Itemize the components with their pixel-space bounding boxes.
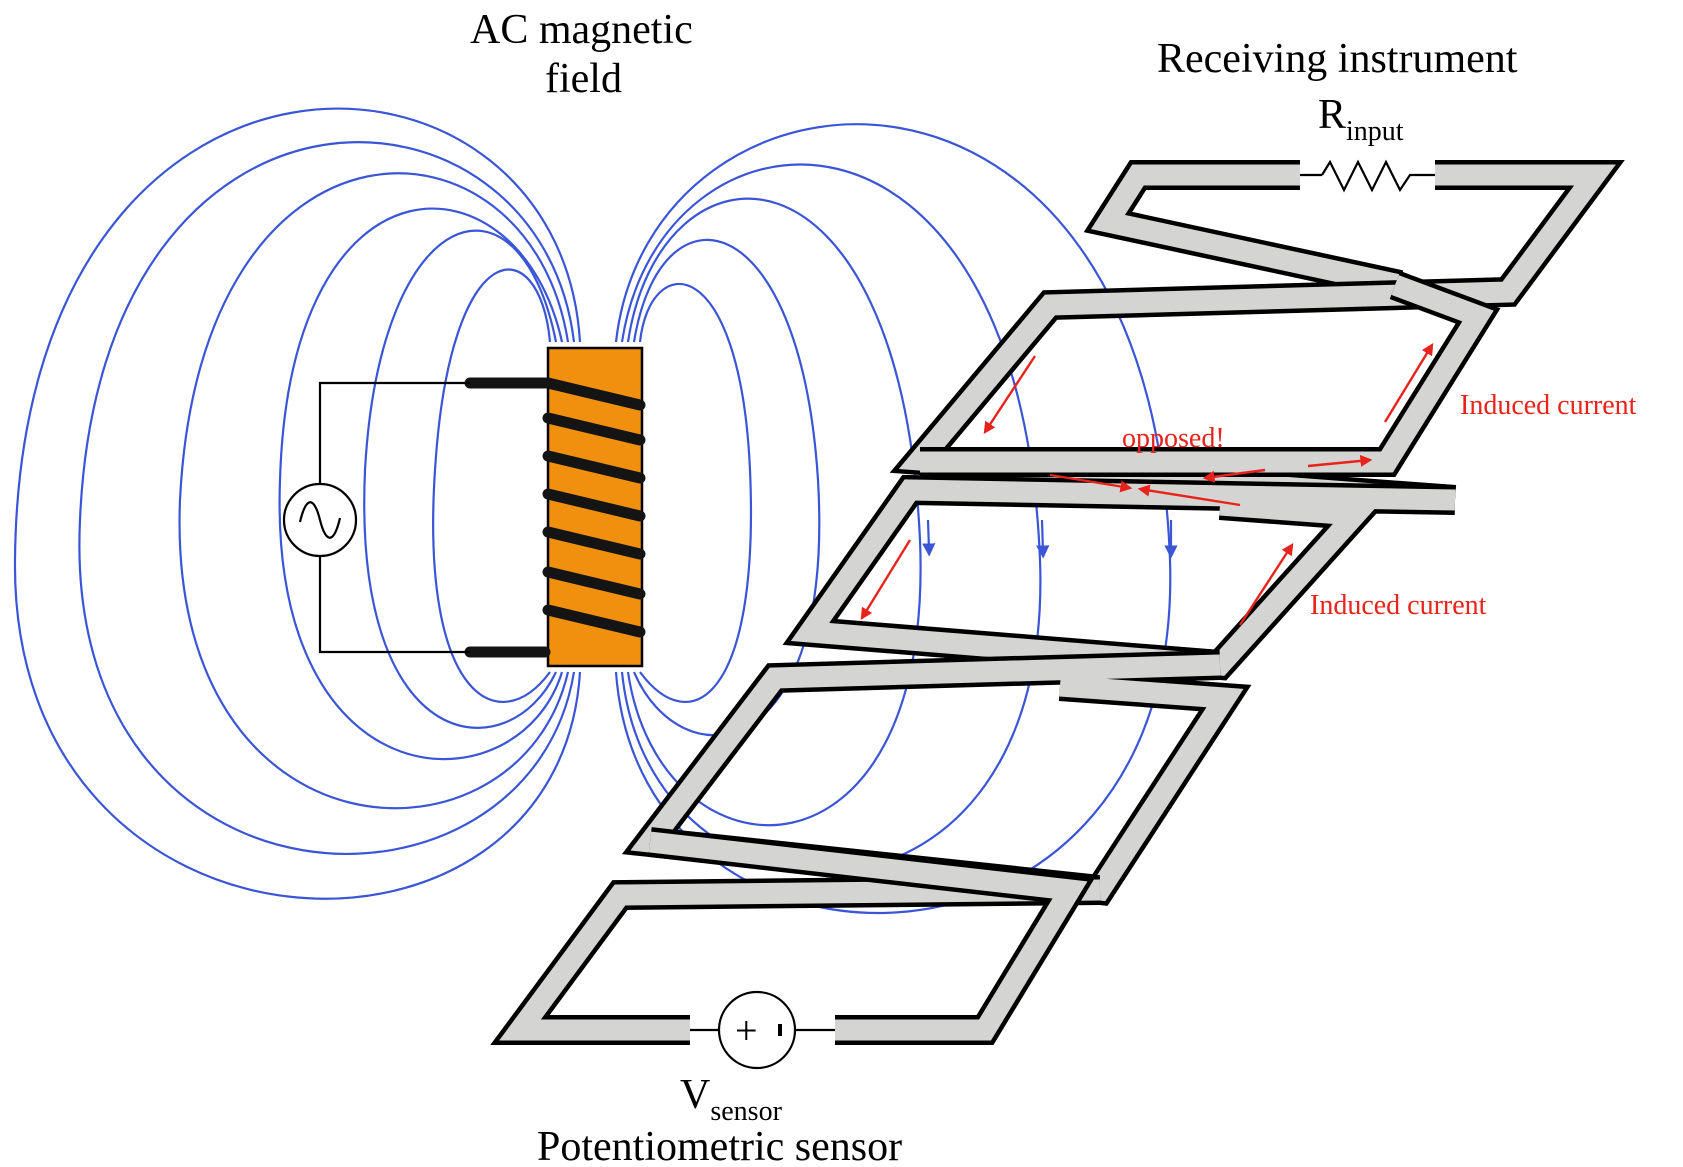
field-line-left-4 — [178, 172, 570, 810]
r-input-label: Rinput — [1318, 92, 1404, 147]
sine-wave-icon — [298, 501, 342, 539]
current-arrow — [1238, 542, 1294, 626]
field-label-line2: field — [545, 56, 622, 102]
plus-sign: + — [735, 1008, 758, 1053]
twisted-pair-cable — [490, 160, 1625, 1045]
electromagnet — [282, 346, 646, 668]
field-direction-arrow-1 — [922, 519, 936, 557]
induced-current-arrows — [860, 342, 1434, 626]
coil-winding — [542, 604, 646, 638]
induced-current-label-upper: Induced current — [1460, 390, 1637, 421]
current-arrow — [1049, 473, 1133, 493]
coil-winding — [542, 488, 646, 522]
current-arrow — [1202, 468, 1266, 483]
coil-winding — [542, 377, 646, 411]
current-arrow — [1383, 342, 1434, 423]
current-arrow — [1137, 484, 1241, 507]
receiving-instrument-label: Receiving instrument — [1157, 36, 1518, 82]
field-line-left-3 — [278, 207, 564, 761]
field-line-left-1 — [432, 268, 552, 704]
coil-winding — [542, 450, 646, 484]
field-line-right-4 — [620, 163, 1042, 873]
potentiometric-sensor: + — [690, 990, 835, 1070]
potentiometric-sensor-label: Potentiometric sensor — [537, 1124, 902, 1167]
field-line-right-1 — [638, 282, 753, 703]
field-line-right-3 — [626, 197, 922, 827]
coil-winding — [542, 526, 646, 560]
ac-source-wire — [318, 381, 470, 485]
induced-current-label-lower: Induced current — [1310, 590, 1487, 621]
dc-voltage-source-icon — [717, 990, 797, 1070]
ac-source-wire — [318, 555, 470, 654]
field-label-line1: AC magnetic — [470, 7, 693, 53]
field-line-left-6 — [13, 107, 582, 900]
current-arrow — [860, 539, 912, 621]
coil-winding — [542, 566, 646, 600]
receiving-instrument — [1300, 159, 1435, 193]
field-line-left-5 — [78, 141, 576, 856]
field-direction-arrow-2 — [1036, 519, 1050, 559]
current-arrow — [983, 355, 1037, 435]
current-arrow — [1307, 454, 1373, 468]
v-sensor-label: Vsensor — [680, 1072, 783, 1127]
field-line-right-2 — [632, 238, 821, 737]
labels: AC magnetic field Receiving instrument R… — [470, 7, 1637, 1167]
opposed-label: opposed! — [1122, 423, 1225, 454]
zigzag-resistor-icon — [1321, 159, 1435, 193]
field-line-left-2 — [363, 229, 558, 729]
coil-winding — [542, 412, 646, 446]
